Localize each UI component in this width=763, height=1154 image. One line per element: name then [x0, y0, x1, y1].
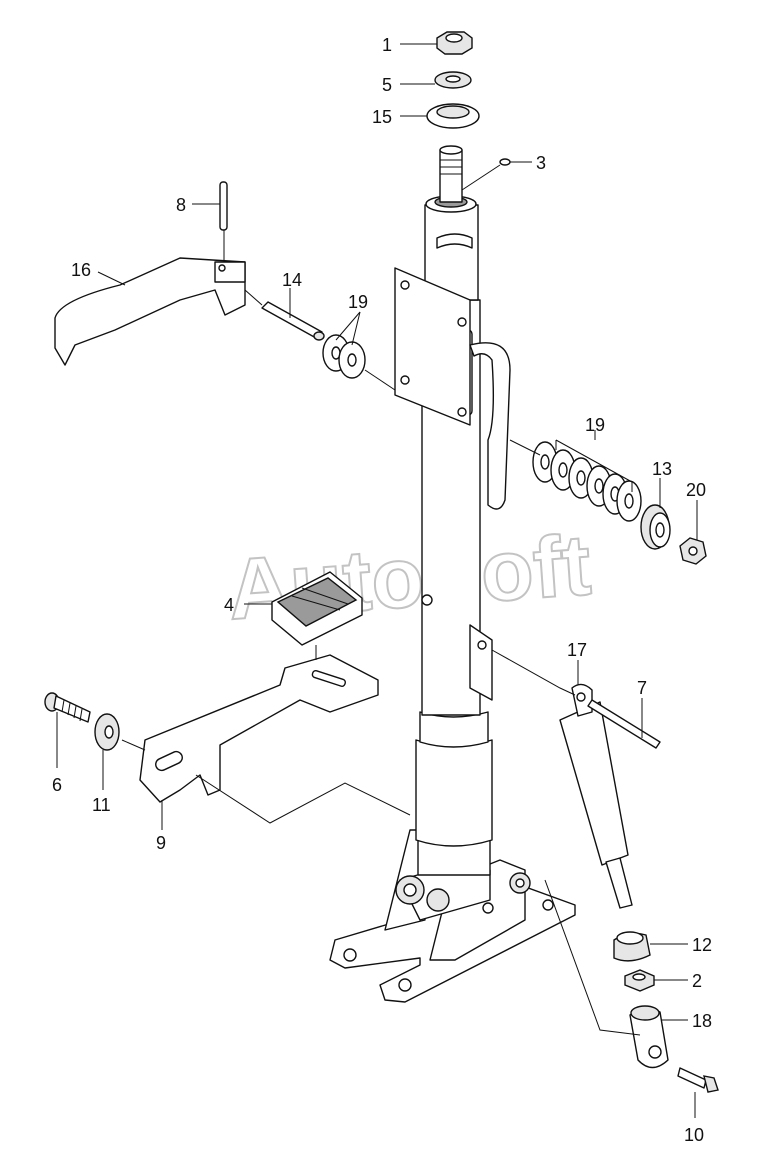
callout-9: 9 [156, 833, 166, 853]
steering-column [394, 145, 511, 876]
part-16-lever [54, 257, 246, 366]
part-9-pedal-arm [139, 654, 379, 803]
part-14-pin [261, 301, 325, 341]
part-17-gas-spring [559, 683, 633, 909]
part-20-nut [679, 537, 707, 565]
callout-6: 6 [52, 775, 62, 795]
callouts: 1 5 15 3 8 16 14 19 19 13 20 4 17 7 6 11… [52, 35, 712, 1145]
part-6-bolt [44, 692, 91, 723]
callout-4: 4 [224, 595, 234, 615]
callout-5: 5 [382, 75, 392, 95]
callout-13: 13 [652, 459, 672, 479]
part-3-key [499, 158, 511, 166]
callout-19-right: 19 [585, 415, 605, 435]
callout-7: 7 [637, 678, 647, 698]
part-1-nut [436, 31, 473, 55]
part-19-washers-right [532, 441, 642, 522]
callout-1: 1 [382, 35, 392, 55]
callout-20: 20 [686, 480, 706, 500]
callout-19-left: 19 [348, 292, 368, 312]
part-11-washer [94, 713, 120, 751]
callout-10: 10 [684, 1125, 704, 1145]
part-5-washer [434, 71, 472, 89]
callout-8: 8 [176, 195, 186, 215]
callout-2: 2 [692, 971, 702, 991]
part-15-washer [426, 103, 480, 129]
callout-18: 18 [692, 1011, 712, 1031]
part-18-clevis [629, 1005, 669, 1069]
callout-14: 14 [282, 270, 302, 290]
part-10-bolt [677, 1067, 719, 1093]
callout-11: 11 [92, 795, 111, 815]
leader-lines [56, 43, 698, 1118]
part-2-nut [624, 969, 655, 992]
callout-15: 15 [372, 107, 392, 127]
callout-3: 3 [536, 153, 546, 173]
part-4-pedal-pad [271, 571, 363, 646]
callout-12: 12 [692, 935, 712, 955]
part-8-pin [219, 181, 228, 231]
part-12-bushing [613, 931, 651, 962]
callout-17: 17 [567, 640, 587, 660]
part-19-washers-left [322, 334, 366, 379]
part-13-bushing [640, 504, 671, 550]
callout-16: 16 [71, 260, 91, 280]
